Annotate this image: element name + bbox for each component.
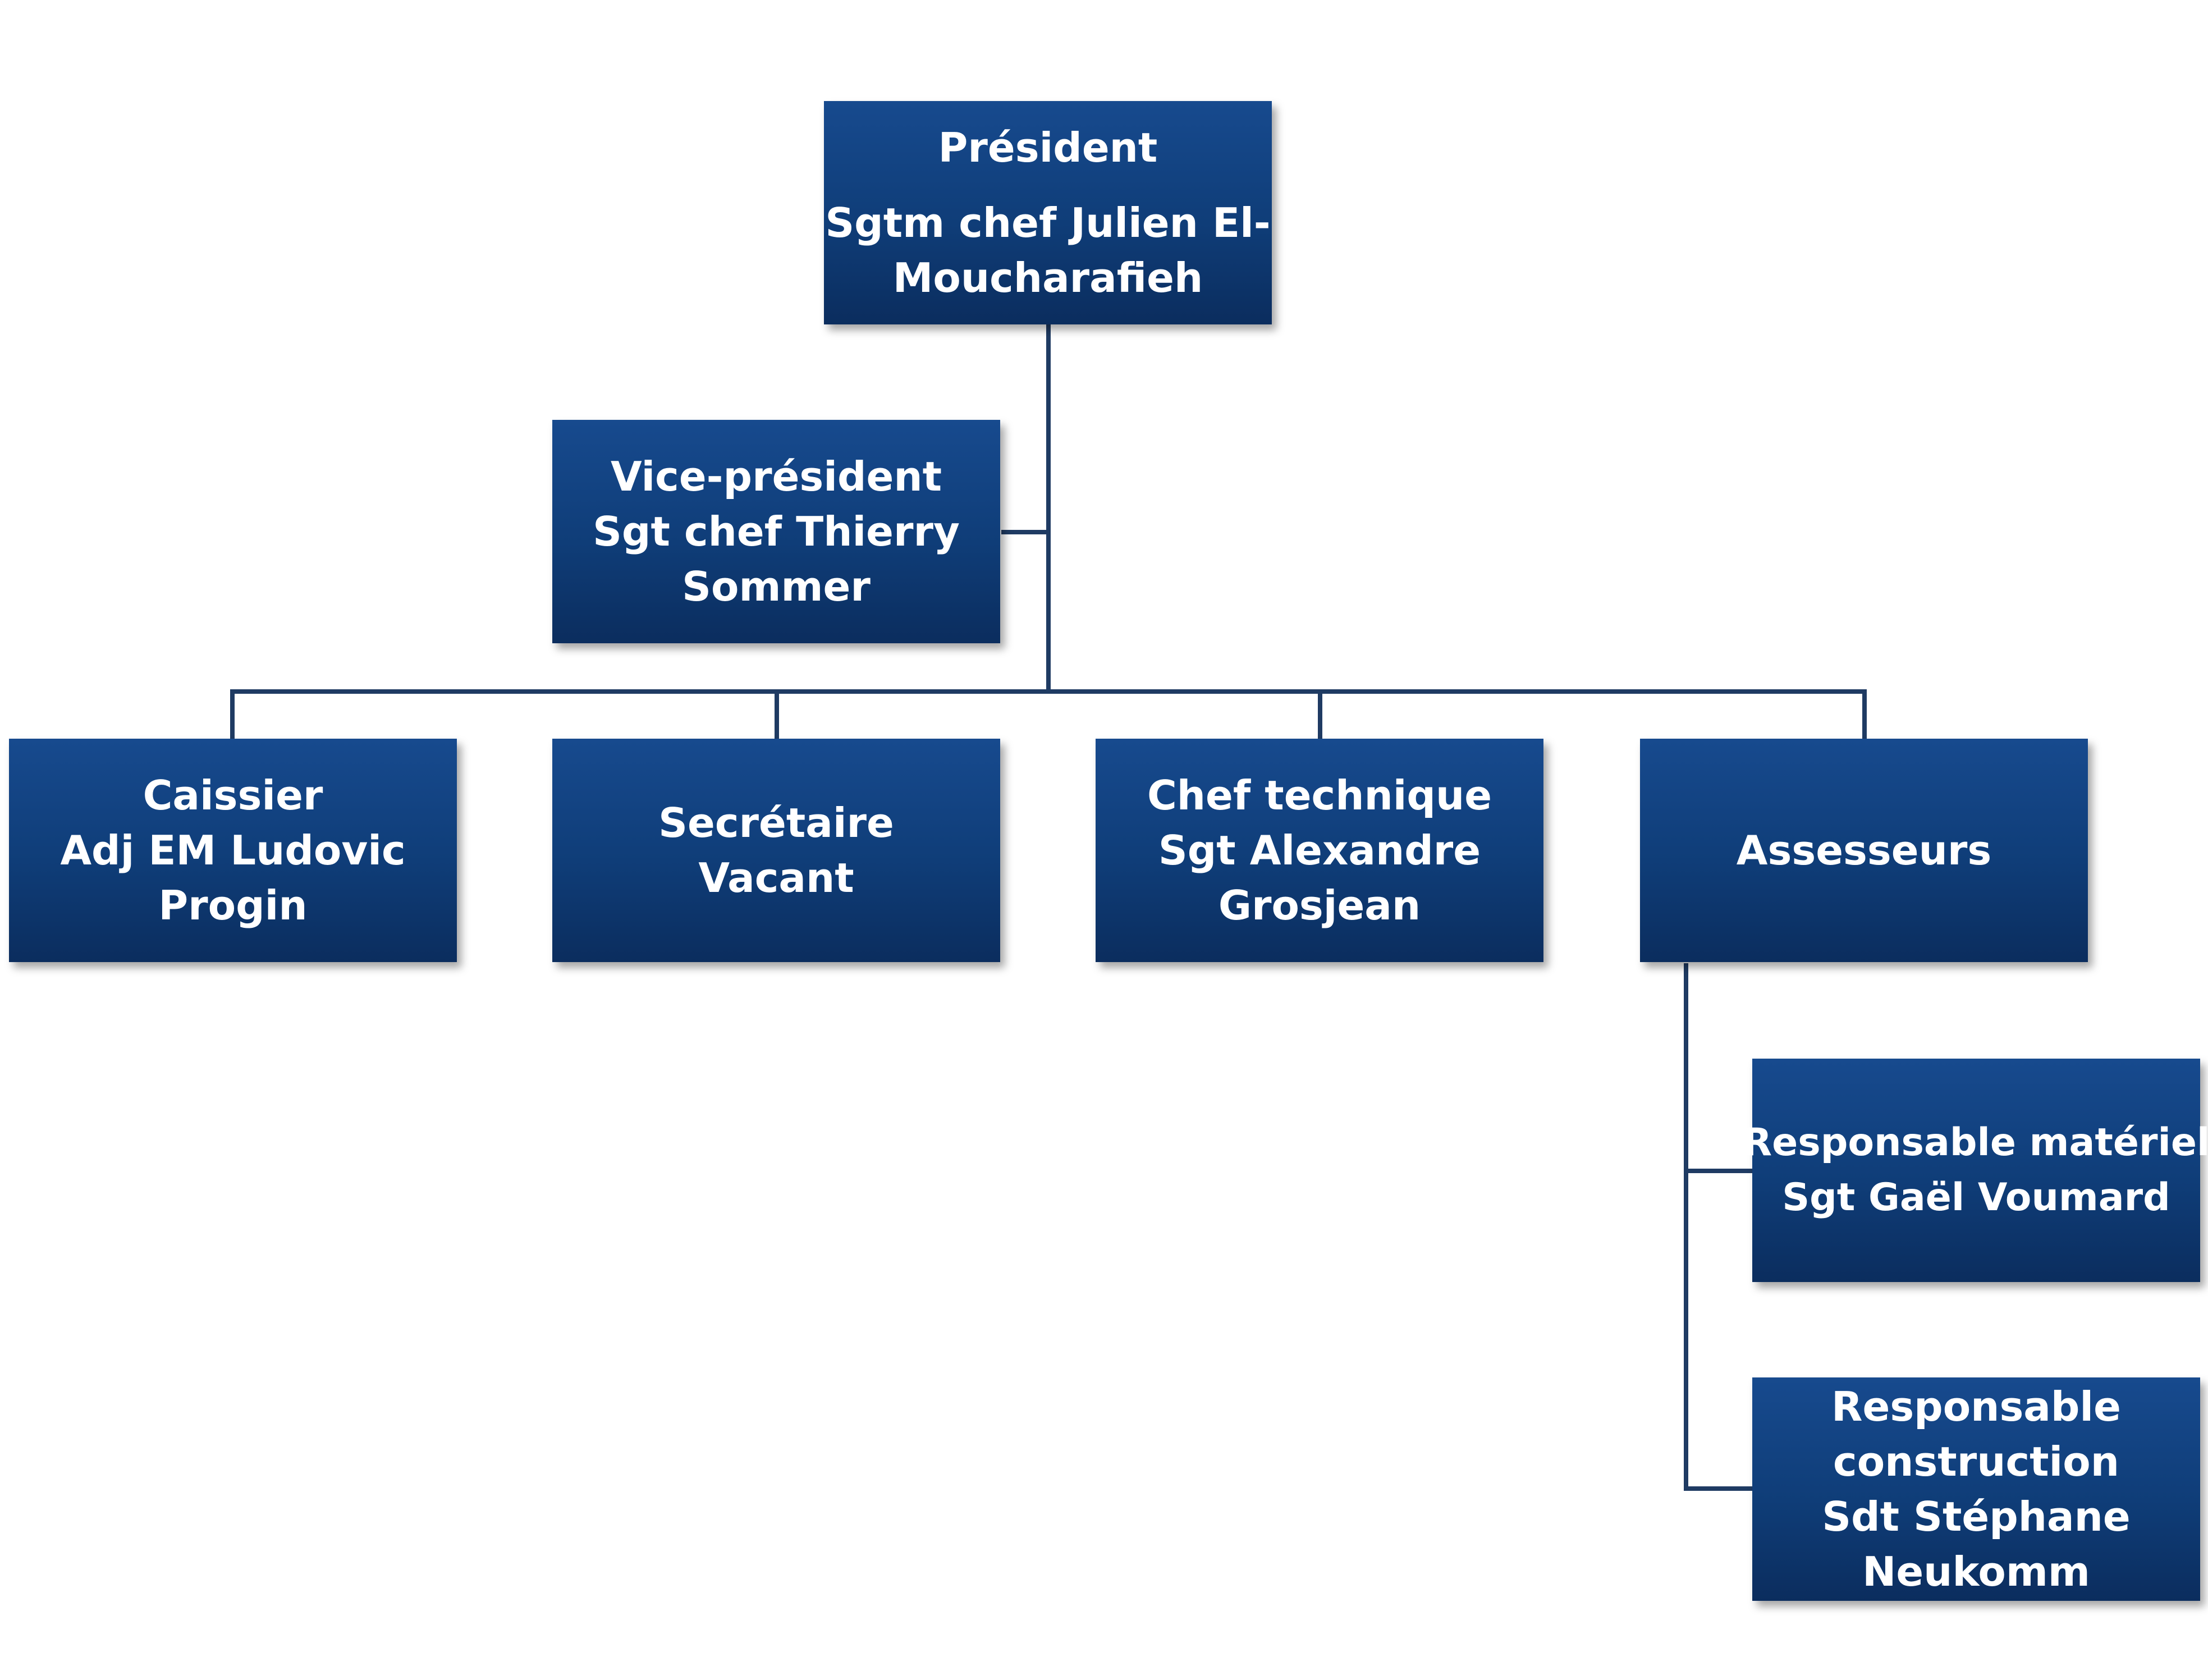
vice-president-name-line2: Sommer <box>682 563 871 610</box>
caissier-name-line2: Progin <box>158 882 308 929</box>
caissier-box[interactable]: Caissier Adj EM Ludovic Progin <box>9 739 457 962</box>
assesseurs-role: Assesseurs <box>1736 827 1992 874</box>
responsable-construction-name-line2: Neukomm <box>1862 1548 2090 1595</box>
caissier-role: Caissier <box>143 772 323 819</box>
responsable-materiel-box[interactable]: Responsable matériel Sgt Gaël Voumard <box>1743 1059 2208 1282</box>
caissier-name-line1: Adj EM Ludovic <box>60 827 406 874</box>
president-role: Président <box>938 124 1158 171</box>
responsable-materiel-name-line1: Sgt Gaël Voumard <box>1782 1175 2170 1220</box>
responsable-materiel-role: Responsable matériel <box>1742 1120 2208 1165</box>
chef-technique-name-line2: Grosjean <box>1218 882 1421 929</box>
responsable-construction-role-line1: Responsable <box>1831 1383 2121 1430</box>
vice-president-role: Vice-président <box>611 453 942 500</box>
responsable-construction-role-line2: construction <box>1833 1438 2119 1485</box>
responsable-construction-box[interactable]: Responsable construction Sdt Stéphane Ne… <box>1752 1377 2200 1601</box>
secretaire-box[interactable]: Secrétaire Vacant <box>552 739 1000 962</box>
chef-technique-name-line1: Sgt Alexandre <box>1158 827 1481 874</box>
assesseurs-box[interactable]: Assesseurs <box>1640 739 2088 962</box>
secretaire-name-line1: Vacant <box>698 854 854 901</box>
president-box[interactable]: Président Sgtm chef Julien El- Moucharaf… <box>824 101 1272 324</box>
president-name-line2: Moucharafieh <box>892 254 1203 301</box>
vice-president-box[interactable]: Vice-président Sgt chef Thierry Sommer <box>552 420 1000 643</box>
secretaire-role: Secrétaire <box>658 799 894 846</box>
chef-technique-box[interactable]: Chef technique Sgt Alexandre Grosjean <box>1096 739 1543 962</box>
vice-president-name-line1: Sgt chef Thierry <box>593 508 960 555</box>
responsable-construction-name-line1: Sdt Stéphane <box>1822 1493 2131 1540</box>
chef-technique-role: Chef technique <box>1147 772 1492 819</box>
president-name-line1: Sgtm chef Julien El- <box>825 199 1271 246</box>
